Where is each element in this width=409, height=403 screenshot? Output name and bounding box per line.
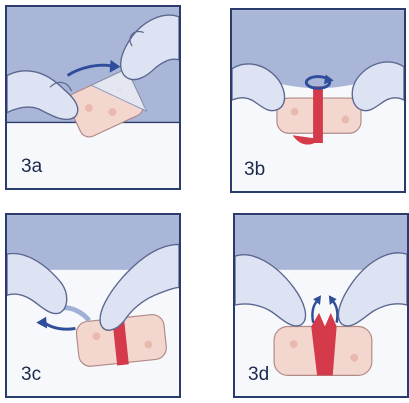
panel-3c: 3c (5, 213, 181, 398)
step-label-3b: 3b (244, 159, 265, 181)
panel-3a: 3a (5, 5, 181, 190)
panel-3b: 3b (230, 8, 406, 193)
panel-3d: 3d (233, 213, 409, 398)
step-label-3d: 3d (248, 364, 269, 386)
dressing-pad-icon (277, 86, 361, 144)
step-label-3a: 3a (21, 156, 42, 178)
pull-arrow-icon (36, 317, 75, 329)
step-label-3c: 3c (21, 364, 41, 386)
